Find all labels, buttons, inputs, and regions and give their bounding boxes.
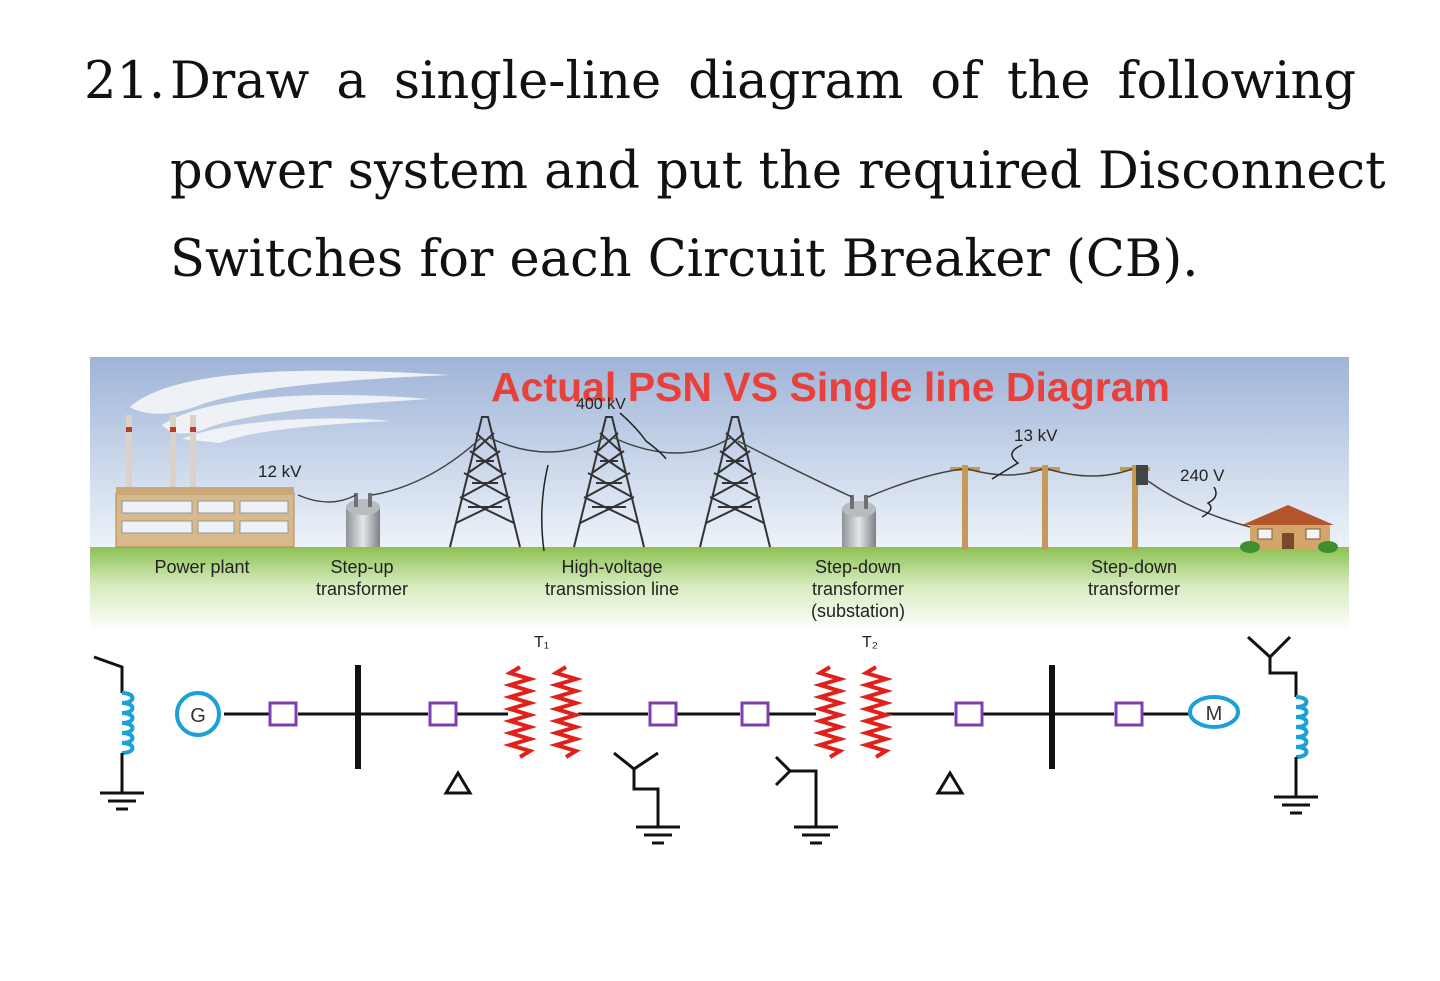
power-lines xyxy=(297,436,1251,528)
power-system-figure: Actual PSN VS Single line Diagram 400 kV… xyxy=(90,357,1349,857)
label-step-up-1: Step-up xyxy=(330,557,393,577)
smoke-plume xyxy=(130,370,450,443)
circuit-breaker-5 xyxy=(954,701,984,727)
label-step-up-2: transformer xyxy=(316,579,408,599)
question-line-3: Switches for each Circuit Breaker (CB). xyxy=(170,230,1199,289)
transmission-tower-3 xyxy=(699,416,771,548)
label-power-plant: Power plant xyxy=(154,557,249,577)
question-line-1: Draw a single-line diagram of the follow… xyxy=(170,52,1356,111)
voltage-label-13kv: 13 kV xyxy=(1014,426,1058,445)
voltage-label-240v: 240 V xyxy=(1180,466,1225,485)
circuit-breaker-1 xyxy=(268,701,298,727)
question-number: 21. xyxy=(84,52,166,111)
power-plant-icon xyxy=(115,415,295,548)
transmission-tower-2 xyxy=(573,416,645,548)
substation-transformer-icon xyxy=(842,495,876,547)
wye-ground-t1 xyxy=(613,751,680,845)
transformer-t1-label: T₁ xyxy=(534,634,549,651)
label-substation-3: (substation) xyxy=(811,601,905,621)
label-substation-2: transformer xyxy=(812,579,904,599)
circuit-breaker-3 xyxy=(648,701,678,727)
left-grounding-coil xyxy=(93,655,144,811)
banner-title: Actual PSN VS Single line Diagram xyxy=(491,364,1170,410)
delta-symbol-1 xyxy=(443,770,473,795)
right-grounding-coil xyxy=(1246,635,1318,815)
voltage-label-400kv: 400 kV xyxy=(576,396,626,413)
voltage-label-12kv: 12 kV xyxy=(258,462,302,481)
transformer-t2-label: T₂ xyxy=(862,634,878,651)
motor-label: M xyxy=(1206,703,1223,725)
label-step-down-2: transformer xyxy=(1088,579,1180,599)
transformer-t1 xyxy=(503,665,583,759)
transmission-tower-1 xyxy=(449,416,521,548)
utility-poles xyxy=(950,465,1150,549)
circuit-breaker-6 xyxy=(1114,701,1144,727)
label-step-down-1: Step-down xyxy=(1091,557,1177,577)
label-hv-line-2: transmission line xyxy=(545,579,679,599)
generator-label: G xyxy=(190,705,206,727)
generator-symbol: G xyxy=(175,691,221,737)
circuit-breaker-2 xyxy=(428,701,458,727)
motor-symbol: M xyxy=(1188,695,1240,729)
delta-symbol-2 xyxy=(935,770,965,795)
circuit-breaker-4 xyxy=(740,701,770,727)
label-hv-line-1: High-voltage xyxy=(561,557,662,577)
transformer-t2 xyxy=(813,665,893,759)
step-up-transformer-icon xyxy=(346,493,380,547)
label-substation-1: Step-down xyxy=(815,557,901,577)
house-icon xyxy=(1240,505,1338,553)
voltage-callouts xyxy=(541,412,1217,552)
wye-ground-t2 xyxy=(774,755,838,845)
question-line-2: power system and put the required Discon… xyxy=(170,142,1386,201)
ground-strip xyxy=(90,547,1349,632)
